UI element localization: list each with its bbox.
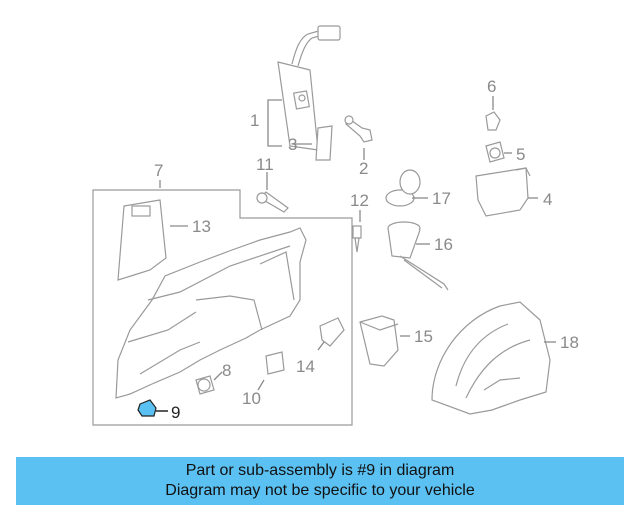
- callout-4: 4: [543, 190, 552, 209]
- callout-15: 15: [414, 327, 433, 346]
- parts-diagram: 1 2 3 4 5 6 7 8 9 10 11 12 13 14 15 16 1…: [92, 25, 579, 426]
- part-12[interactable]: [352, 210, 362, 253]
- part-13[interactable]: [117, 199, 188, 281]
- part-9[interactable]: [137, 399, 168, 417]
- part-3[interactable]: [294, 125, 333, 161]
- banner-line-disclaimer: Diagram may not be specific to your vehi…: [165, 482, 475, 499]
- callout-17: 17: [432, 189, 451, 208]
- part-4[interactable]: [475, 167, 538, 217]
- part-10[interactable]: [257, 351, 285, 391]
- callout-11: 11: [256, 155, 274, 174]
- part-1[interactable]: [267, 25, 341, 151]
- part-14[interactable]: [317, 317, 345, 351]
- callout-5: 5: [516, 145, 525, 164]
- info-banner: Part or sub-assembly is #9 in diagram Di…: [16, 457, 624, 505]
- part-18[interactable]: [431, 301, 556, 415]
- part-7[interactable]: [115, 180, 307, 399]
- part-6[interactable]: [485, 96, 501, 131]
- banner-line-part: Part or sub-assembly is #9 in diagram: [185, 462, 455, 479]
- callout-6: 6: [487, 77, 496, 96]
- callout-9: 9: [171, 403, 180, 422]
- callout-8: 8: [222, 361, 231, 380]
- callout-13: 13: [192, 217, 211, 236]
- callout-18: 18: [560, 333, 579, 352]
- callout-16: 16: [434, 235, 453, 254]
- part-2[interactable]: [344, 115, 373, 160]
- callout-12: 12: [350, 191, 369, 210]
- part-17[interactable]: [385, 169, 428, 207]
- callout-3: 3: [288, 135, 297, 154]
- part-15[interactable]: [359, 315, 410, 367]
- callout-1: 1: [250, 111, 259, 130]
- part-5[interactable]: [485, 141, 512, 163]
- callout-7: 7: [154, 161, 163, 180]
- callout-2: 2: [359, 159, 368, 178]
- part-8[interactable]: [195, 371, 223, 395]
- part-11[interactable]: [256, 172, 289, 213]
- assembly-box: [92, 189, 353, 426]
- part-16[interactable]: [387, 221, 449, 291]
- callout-10: 10: [242, 389, 261, 408]
- callout-14: 14: [296, 357, 315, 376]
